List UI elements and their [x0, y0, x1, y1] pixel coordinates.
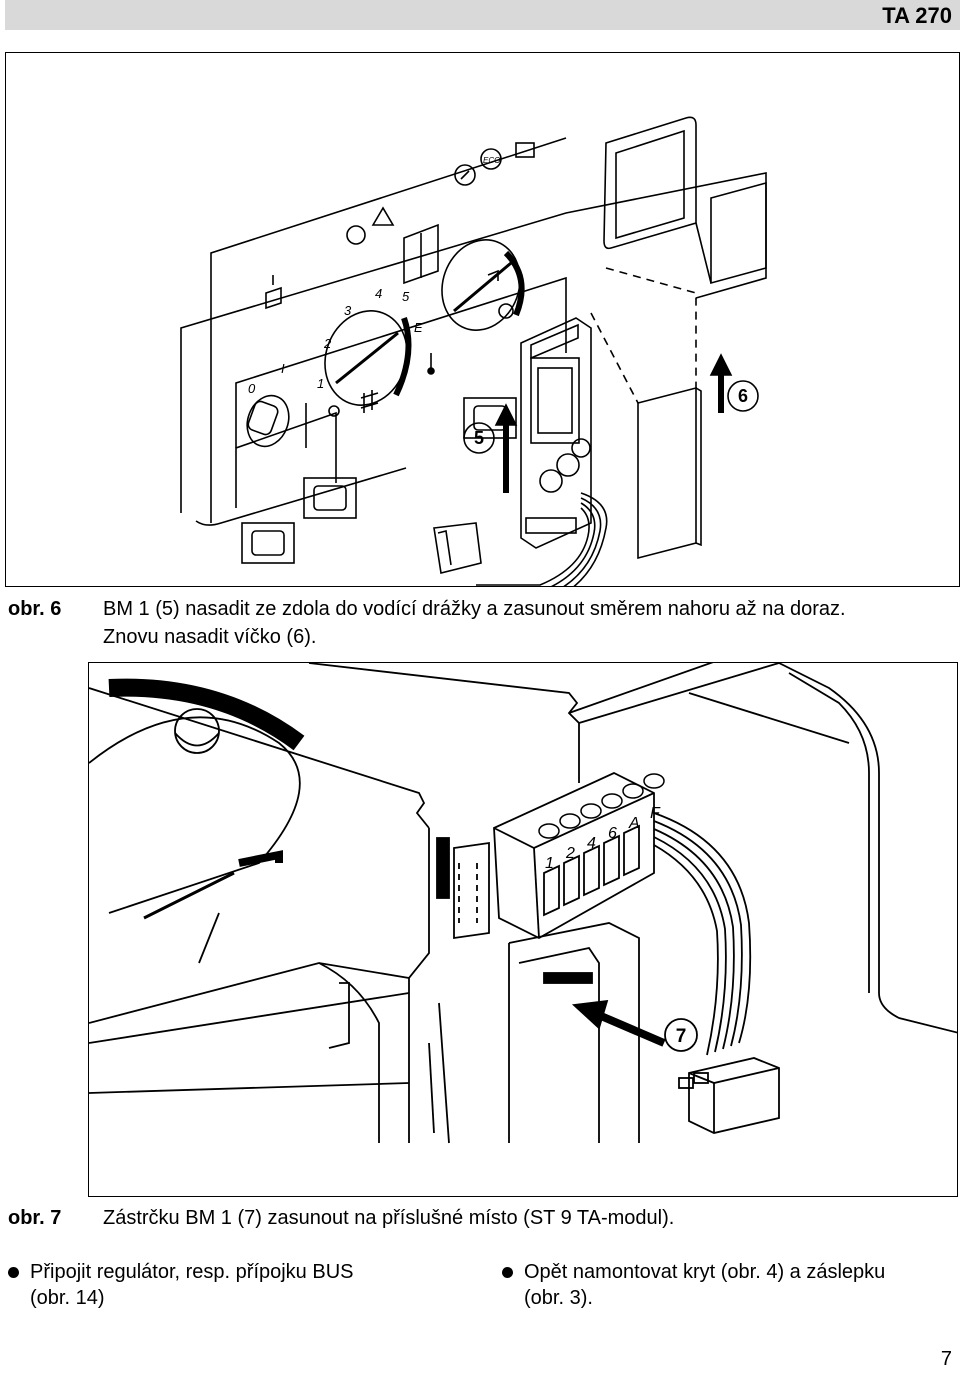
terminal-a: A: [628, 815, 640, 832]
dial-scale-1: 1: [317, 376, 324, 391]
terminal-6: 6: [608, 825, 617, 842]
caption-6-label: obr. 6: [8, 598, 62, 620]
dial-scale-2: 2: [323, 336, 332, 351]
figure-7-illustration: 1 2 4 6 A F 7: [88, 662, 958, 1197]
callout-6: 6: [738, 386, 748, 406]
dial-scale-3: 3: [344, 303, 352, 318]
terminal-4: 4: [587, 835, 596, 852]
dial-scale-e: E: [414, 320, 423, 335]
caption-6-line1: BM 1 (5) nasadit ze zdola do vodící dráž…: [103, 598, 846, 620]
terminal-f: F: [650, 805, 661, 822]
page-number: 7: [940, 1348, 952, 1370]
dial-scale-4: 4: [375, 286, 382, 301]
eco-label: ECO: [483, 156, 500, 165]
switch-off-label: 0: [248, 381, 256, 396]
terminal-2: 2: [565, 845, 575, 862]
caption-7-label: obr. 7: [8, 1207, 62, 1229]
bullet-line2: (obr. 3).: [524, 1287, 593, 1309]
terminal-1: 1: [545, 855, 554, 872]
bullet-line1: Připojit regulátor, resp. přípojku BUS: [30, 1261, 354, 1283]
figure-7-drawing: 1 2 4 6 A F 7: [89, 663, 957, 1144]
document-id: TA 270: [882, 3, 952, 28]
callout-5: 5: [474, 428, 484, 448]
figure-6-drawing: 1 2 3 4 5 E 0 I ECO 5 6: [180, 116, 767, 586]
caption-7-text: Zástrčku BM 1 (7) zasunout na příslušné …: [103, 1207, 675, 1229]
bullet-dot-icon: [502, 1267, 513, 1278]
caption-6-line2: Znovu nasadit víčko (6).: [103, 626, 317, 648]
callout-7: 7: [676, 1026, 687, 1047]
bullet-line2: (obr. 14): [30, 1287, 105, 1309]
bullet-line1: Opět namontovat kryt (obr. 4) a záslepku: [524, 1261, 886, 1283]
switch-on-label: I: [281, 361, 285, 376]
dial-scale-5: 5: [402, 289, 410, 304]
bullet-dot-icon: [8, 1267, 19, 1278]
header-bar: TA 270: [5, 0, 960, 30]
figure-6-illustration: 1 2 3 4 5 E 0 I ECO 5 6: [5, 52, 960, 587]
